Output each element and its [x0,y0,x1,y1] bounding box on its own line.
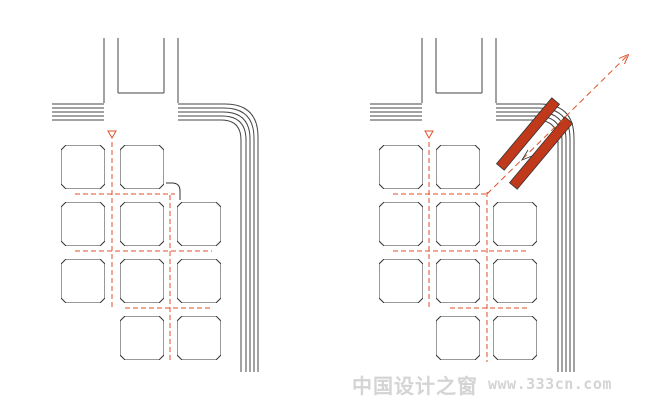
triangle-down-icon [424,130,434,140]
arrow-icon [486,55,628,195]
corner-wall [166,182,181,200]
plan-existing [52,38,259,372]
west-road [52,103,104,121]
gate-bar-upper [495,97,561,171]
gateway-bars [495,97,574,190]
north-road-proposed [421,38,497,103]
watermark-site-name: 中国设计之窗 [352,373,478,398]
plan-proposed [370,38,628,372]
north-road [103,38,179,103]
circulation-paths [75,142,212,362]
building-cluster [61,145,221,360]
building-cluster-proposed [379,145,537,360]
arrow-chevron [521,149,533,161]
circulation-paths-proposed [393,142,528,362]
east-road [178,103,259,372]
watermark-url: www.333cn.com [488,375,612,393]
west-road-proposed [370,103,422,121]
triangle-down-icon [107,130,117,140]
gate-bar-lower [508,116,574,190]
watermark: 中国设计之窗 www.333cn.com [352,370,644,398]
